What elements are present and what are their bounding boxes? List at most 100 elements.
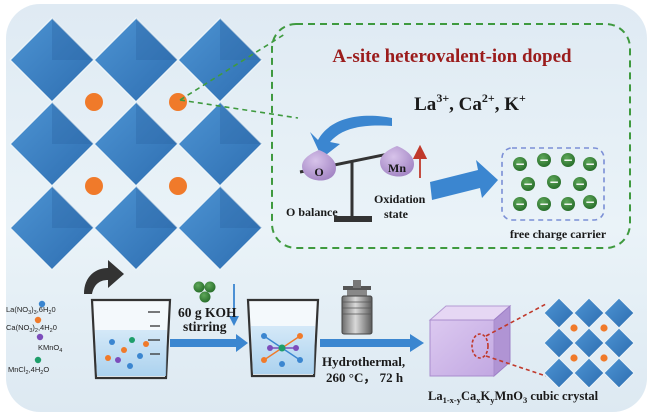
dopant-ions: La3+, Ca2+, K+ — [414, 91, 526, 115]
step1-line2: stirring — [183, 319, 227, 334]
carrier-caption: free charge carrier — [510, 227, 607, 241]
octahedron — [603, 357, 635, 389]
koh-pellet — [193, 281, 205, 293]
carrier-minus-sign: − — [539, 197, 549, 211]
carrier-minus-sign: − — [563, 197, 573, 211]
octahedron-facet — [136, 102, 178, 144]
autoclave-icon — [341, 280, 373, 335]
carrier-minus-sign: − — [515, 157, 525, 171]
reagent-dot-ca — [34, 316, 42, 324]
a-site-ion — [169, 93, 187, 111]
reagent-list: La(NO3)3,6H20 Ca(NO3)2,4H20 KMnO4 MnCl2,… — [6, 300, 62, 376]
carrier-group: −−−−−−−−−−− — [513, 153, 597, 211]
oxidation-caption-line1: Oxidation — [374, 192, 426, 206]
octahedron — [573, 357, 605, 389]
koh-drop-arrow-head — [229, 316, 239, 326]
perovskite-lattice — [8, 16, 264, 272]
charge-carrier — [573, 177, 587, 191]
zoom-line-top — [179, 33, 286, 101]
charge-carrier — [561, 197, 575, 211]
octahedron — [92, 184, 180, 272]
balance-scale: O Mn — [299, 144, 428, 222]
octahedron-facet — [52, 186, 94, 228]
o-ball-label: O — [314, 165, 323, 179]
charge-carrier — [537, 153, 551, 167]
reagent-dot-k — [36, 333, 44, 341]
cube-zoom-line-top — [485, 303, 547, 337]
octahedron-facet — [52, 18, 94, 60]
zoom-panel — [271, 23, 631, 249]
carrier-minus-sign: − — [549, 175, 559, 189]
step2-line1: Hydrothermal, — [322, 354, 405, 369]
carrier-minus-sign: − — [585, 195, 595, 209]
reagent-kmno4: KMnO4 — [38, 343, 62, 354]
ion-separator: , — [449, 94, 459, 115]
o-ball — [302, 150, 336, 181]
carrier-minus-sign: − — [575, 177, 585, 191]
reagent-dot-mn — [34, 356, 42, 364]
reagent-dot-la — [38, 300, 46, 308]
ion-k: K — [504, 94, 519, 115]
a-site-ion — [85, 177, 103, 195]
charge-carrier — [561, 153, 575, 167]
octahedron-facet — [220, 18, 262, 60]
add-reagents-arrow-icon — [84, 260, 124, 294]
a-site-ion — [600, 354, 608, 362]
step2-line2: 260 °C， 72 h — [326, 370, 404, 385]
product-label: La1-x-yCaxKyMnO3 cubic crystal — [428, 389, 599, 405]
charge-carrier — [513, 197, 527, 211]
beaker-1 — [90, 298, 172, 380]
beaker-2 — [246, 298, 320, 378]
octahedron-facet — [136, 186, 178, 228]
charge-carrier — [547, 175, 561, 189]
ion-la-charge: 3+ — [436, 91, 449, 105]
octahedron-facet — [52, 102, 94, 144]
panel-heading: A-site heterovalent-ion doped — [332, 46, 572, 67]
charge-carrier — [537, 197, 551, 211]
ion-k-charge: + — [519, 91, 526, 105]
carrier-minus-sign: − — [515, 197, 525, 211]
octahedron-facet — [220, 102, 262, 144]
octahedron-facet — [220, 186, 262, 228]
carrier-minus-sign: − — [563, 153, 573, 167]
charge-carrier — [513, 157, 527, 171]
koh-pellet — [204, 281, 216, 293]
balance-base — [334, 216, 372, 222]
a-site-ion — [570, 324, 578, 332]
process-arrow-2-icon — [320, 334, 424, 352]
octahedron-facet — [136, 18, 178, 60]
reagent-ca: Ca(NO3)2,4H20 — [6, 323, 57, 334]
reagent-la: La(NO3)3,6H20 — [6, 305, 56, 316]
zoom-line-bottom — [179, 99, 299, 119]
octahedron — [8, 184, 96, 272]
curved-arrow-icon — [310, 115, 392, 158]
ion-ca-charge: 2+ — [482, 91, 495, 105]
koh-pellet — [199, 291, 211, 303]
carrier-minus-sign: − — [523, 177, 533, 191]
ion-ca: Ca — [459, 94, 483, 115]
carrier-minus-sign: − — [585, 157, 595, 171]
a-site-ion — [600, 324, 608, 332]
charge-carrier — [583, 195, 597, 209]
a-site-ion — [570, 354, 578, 362]
cube-zoom-circle — [471, 333, 489, 359]
ion-separator: , — [495, 94, 505, 115]
reagent-mncl2: MnCl2,4H2O — [8, 365, 49, 376]
charge-carrier — [521, 177, 535, 191]
beaker-1-liquid — [95, 330, 167, 376]
big-arrow-icon — [430, 160, 498, 200]
mn-ball — [380, 146, 414, 177]
octahedron — [176, 184, 264, 272]
product-cube — [428, 304, 512, 378]
carrier-box — [501, 147, 605, 221]
oxidation-caption-line2: state — [384, 207, 409, 221]
ion-la: La — [414, 94, 437, 115]
o-balance-caption: O balance — [286, 205, 338, 219]
cube-zoom-line-bottom — [485, 355, 547, 377]
mn-ball-label: Mn — [388, 161, 406, 175]
octahedron — [543, 357, 575, 389]
a-site-ion — [85, 93, 103, 111]
process-arrow-1-icon — [170, 334, 248, 352]
